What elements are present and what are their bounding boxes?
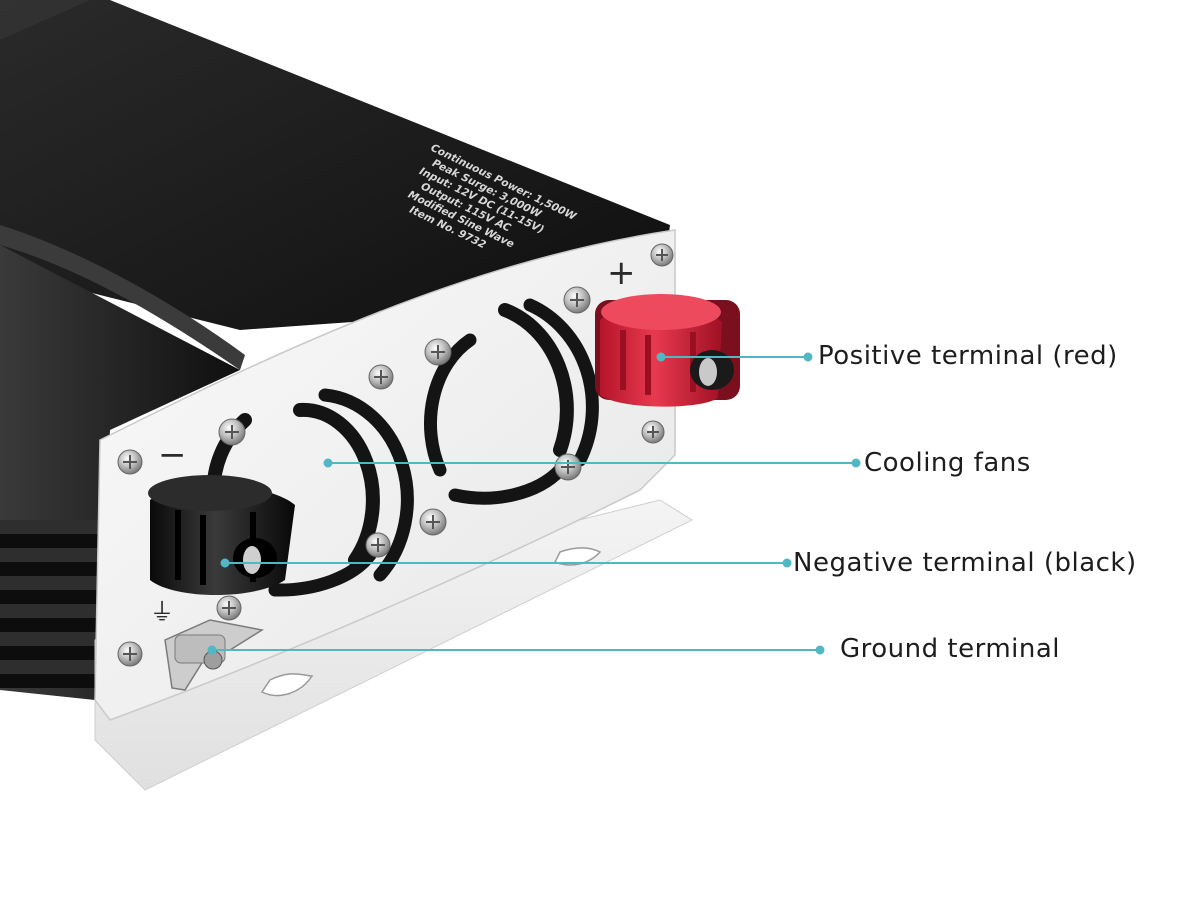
positive-symbol: +: [607, 253, 636, 293]
callout-label-negative-terminal: Negative terminal (black): [793, 548, 1137, 578]
positive-terminal-post: [595, 294, 740, 407]
screw: [554, 453, 582, 481]
screw: [563, 286, 591, 314]
ground-symbol: ⏚: [150, 598, 174, 626]
callout-dot: [323, 458, 333, 468]
callout-label-positive-terminal: Positive terminal (red): [818, 341, 1118, 371]
callout-label-ground-terminal: Ground terminal: [840, 634, 1061, 664]
screw: [368, 364, 394, 390]
screw: [419, 508, 447, 536]
panel-screws: [117, 243, 674, 667]
screw: [117, 641, 143, 667]
screw: [218, 418, 246, 446]
callout-dot: [207, 645, 217, 655]
screw: [650, 243, 674, 267]
inverter-housing: Continuous Power: 1,500W Peak Surge: 3,0…: [0, 0, 670, 700]
screw: [641, 420, 665, 444]
screw: [117, 449, 143, 475]
callout-dot: [803, 352, 813, 362]
heatsink-fins: [0, 520, 100, 674]
front-panel: [94, 229, 676, 721]
callout-dot: [656, 352, 666, 362]
callout-dot: [851, 458, 861, 468]
cooling-fan-right: [423, 298, 599, 505]
callout-dot: [782, 558, 792, 568]
callout-dot: [815, 645, 825, 655]
screw: [424, 338, 452, 366]
callout-lines: [207, 352, 861, 655]
screw: [365, 532, 391, 558]
negative-terminal-post: [148, 475, 295, 595]
screw: [216, 595, 242, 621]
negative-symbol: −: [158, 435, 187, 475]
callout-label-cooling-fans: Cooling fans: [864, 448, 1031, 478]
callout-dot: [220, 558, 230, 568]
